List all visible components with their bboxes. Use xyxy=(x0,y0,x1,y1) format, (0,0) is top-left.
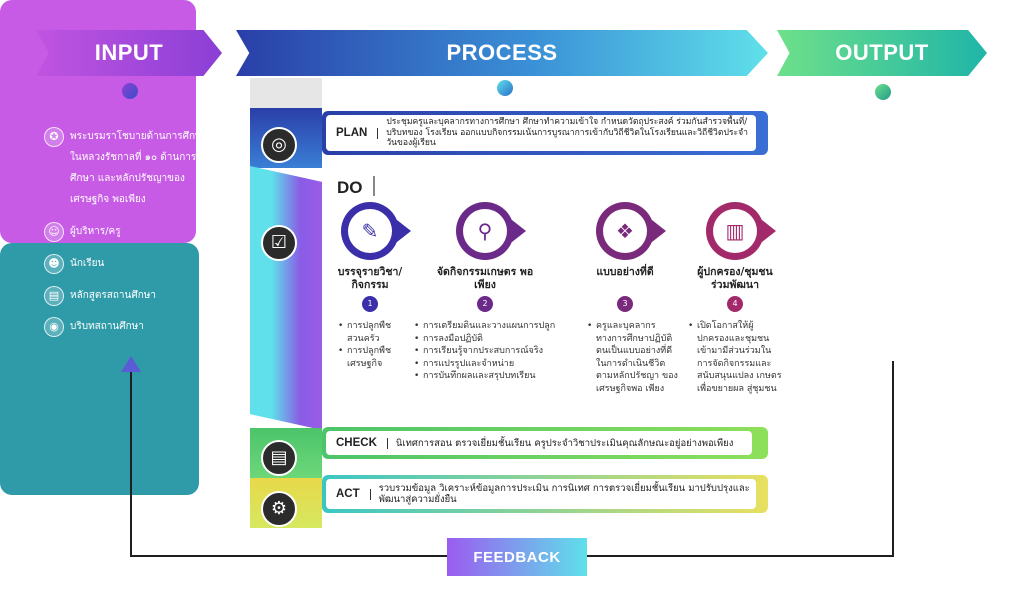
plan-text: ประชุมครูและบุคลากรทางการศึกษา ศึกษาทำคว… xyxy=(386,117,749,149)
school-learning-center-icon: ☺ xyxy=(794,283,814,303)
do-step-list-item: การปลูกพืช สวนครัว xyxy=(338,320,408,345)
do-divider xyxy=(373,176,375,196)
output-item: ☺ สถานศึกษาเป็นแหล่งเรียนรู้ตามหลัก ปรัชญ… xyxy=(794,282,980,357)
process-column-top xyxy=(250,78,322,108)
report-icon: ▥ xyxy=(713,209,757,253)
act-box: ACT รวบรวมข้อมูล วิเคราะห์ข้อมูลการประเม… xyxy=(326,479,756,509)
output-item-text: สถานศึกษาเป็นแหล่งเรียนรู้ตามหลัก ปรัชญา… xyxy=(820,289,980,350)
do-step-list: การปลูกพืช สวนครัวการปลูกพืช เศรษฐกิจ xyxy=(338,320,408,370)
do-step-list-item: เปิดโอกาสให้ผู้ ปกครองและชุมชน เข้ามามีส… xyxy=(688,320,783,395)
input-item: ☺ ผู้บริหาร/ครู xyxy=(44,221,214,242)
do-step-list: การเตรียมดินและวางแผนการปลูกการลงมือปฏิบ… xyxy=(414,320,582,383)
students-icon: ☻ xyxy=(44,254,64,274)
do-step-arrow xyxy=(652,220,666,242)
curriculum-document-icon: ✎ xyxy=(348,209,392,253)
do-step-list: ครูและบุคลากร ทางการศึกษาปฏิบัติ ตนเป็นแ… xyxy=(587,320,682,395)
do-step-number: 2 xyxy=(477,296,493,312)
output-item-text: ผู้เรียนมีความเข้าใจในหลักปรัชญาของเศรษฐ… xyxy=(820,124,969,160)
output-item: ☷ ผู้เรียนมีความเข้าใจในหลักปรัชญาของเศรษ… xyxy=(794,117,980,167)
input-item: ◉ บริบทสถานศึกษา xyxy=(44,316,214,337)
input-item-text: นักเรียน xyxy=(70,258,105,269)
do-step-list: เปิดโอกาสให้ผู้ ปกครองและชุมชน เข้ามามีส… xyxy=(688,320,783,395)
do-step-arrow xyxy=(397,220,411,242)
network-icon: ❖ xyxy=(603,209,647,253)
checklist-icon: ☑ xyxy=(261,225,297,261)
do-step-number: 1 xyxy=(362,296,378,312)
settings-icon: ⚙ xyxy=(261,491,297,527)
output-panel xyxy=(0,243,199,495)
plan-box: PLAN ประชุมครูและบุคลากรทางการศึกษา ศึกษ… xyxy=(326,115,756,151)
input-dot xyxy=(122,83,138,99)
target-icon: ◎ xyxy=(261,127,297,163)
feedback-label: FEEDBACK xyxy=(447,538,587,576)
policy-icon: ✪ xyxy=(44,127,64,147)
administrators-icon: ☺ xyxy=(44,222,64,242)
act-label: ACT xyxy=(326,488,371,500)
context-icon: ◉ xyxy=(44,317,64,337)
check-label: CHECK xyxy=(326,437,388,449)
do-step-number: 4 xyxy=(727,296,743,312)
do-step-list-item: การบันทึกผลและสรุปบทเรียน xyxy=(414,370,582,383)
check-box: CHECK นิเทศการสอน ตรวจเยี่ยมชั้นเรียน คร… xyxy=(326,431,752,455)
feedback-return-line xyxy=(130,372,447,557)
do-step-list-item: การแปรรูปและจำหน่าย xyxy=(414,358,582,371)
process-header: PROCESS xyxy=(236,30,768,76)
process-dot xyxy=(497,80,513,96)
do-step-list-item: การลงมือปฏิบัติ xyxy=(414,333,582,346)
input-item-text: หลักสูตรสถานศึกษา xyxy=(70,290,156,301)
do-step-title: จัดกิจกรรมเกษตร พอเพียง xyxy=(436,266,534,291)
do-step-list-item: ครูและบุคลากร ทางการศึกษาปฏิบัติ ตนเป็นแ… xyxy=(587,320,682,395)
do-step-arrow xyxy=(512,220,526,242)
output-item-text: ผู้เรียนไม่น้อยกว่าร้อยละ 80 มีพฤติกรรมบ… xyxy=(820,187,963,248)
input-item-text: บริบทสถานศึกษา xyxy=(70,321,144,332)
do-label: DO xyxy=(337,178,363,197)
do-step-title: แบบอย่างที่ดี xyxy=(596,266,654,278)
plan-label: PLAN xyxy=(326,127,379,139)
do-step-list-item: การเรียนรู้จากประสบการณ์จริง xyxy=(414,345,582,358)
magnifier-icon: ⚲ xyxy=(463,209,507,253)
check-text: นิเทศการสอน ตรวจเยี่ยมชั้นเรียน ครูประจำ… xyxy=(395,437,734,449)
output-header: OUTPUT xyxy=(777,30,987,76)
do-step-list-item: การปลูกพืช เศรษฐกิจ xyxy=(338,345,408,370)
input-item: ☻ นักเรียน xyxy=(44,253,214,274)
curriculum-icon: ▤ xyxy=(44,286,64,306)
input-item-text: พระบรมราโชบายด้านการศึกษา ในหลวงรัชกาลที… xyxy=(70,131,208,205)
feedback-line xyxy=(587,361,894,557)
output-dot xyxy=(875,84,891,100)
clipboard-icon: ▤ xyxy=(261,440,297,476)
students-understand-icon: ☷ xyxy=(794,118,814,138)
do-step-title: ผู้ปกครอง/ชุมชน ร่วมพัฒนา xyxy=(697,266,773,291)
do-step-list-item: การเตรียมดินและวางแผนการปลูก xyxy=(414,320,582,333)
do-step-arrow xyxy=(762,220,776,242)
do-step-title: บรรจุรายวิชา/ กิจกรรม xyxy=(337,266,403,291)
act-text: รวบรวมข้อมูล วิเคราะห์ข้อมูลการประเมิน ก… xyxy=(378,483,750,505)
do-step-number: 3 xyxy=(617,296,633,312)
students-behavior-icon: ☺ xyxy=(794,181,814,201)
input-item: ▤ หลักสูตรสถานศึกษา xyxy=(44,285,214,306)
do-column-block xyxy=(250,166,322,430)
output-item: ☺ ผู้เรียนไม่น้อยกว่าร้อยละ 80 มีพฤติกรรม… xyxy=(794,180,980,255)
input-header: INPUT xyxy=(36,30,222,76)
feedback-arrowhead xyxy=(121,356,141,372)
input-item: ✪ พระบรมราโชบายด้านการศึกษา ในหลวงรัชกาลท… xyxy=(44,126,214,210)
input-item-text: ผู้บริหาร/ครู xyxy=(70,226,121,237)
